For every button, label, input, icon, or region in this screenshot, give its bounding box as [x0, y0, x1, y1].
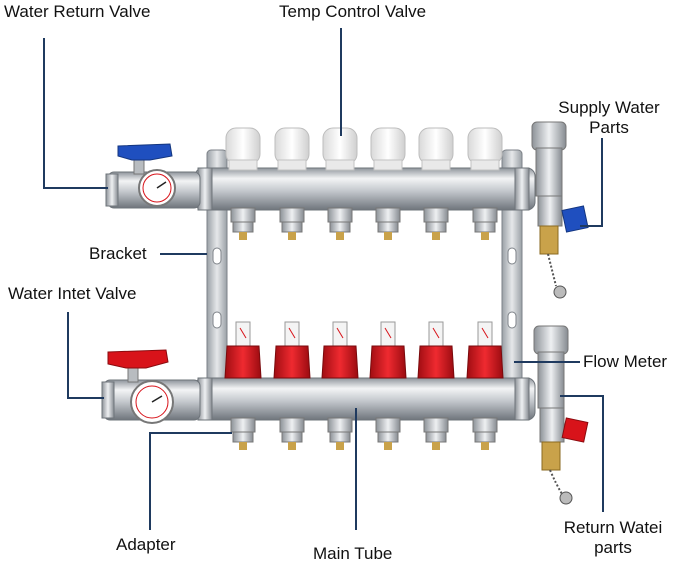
label-water-return-valve: Water Return Valve	[4, 2, 151, 21]
return-outlet-fittings	[230, 417, 498, 450]
supply-water-parts	[531, 121, 589, 299]
label-bracket: Bracket	[89, 244, 147, 263]
flow-meter	[273, 321, 311, 379]
label-water-inlet-valve: Water Intet Valve	[8, 284, 137, 303]
leader-water-return-valve	[43, 38, 108, 189]
leader-adapter	[149, 432, 232, 530]
water-inlet-valve	[101, 349, 201, 424]
flow-meter	[417, 321, 455, 379]
label-supply-water-parts-line2: Parts	[589, 118, 629, 137]
label-return-water-parts-line2: parts	[594, 538, 632, 557]
leader-water-inlet-valve	[67, 312, 104, 399]
temp-cap	[370, 127, 406, 171]
bracket-left	[206, 149, 228, 413]
label-return-water-parts-line1: Return Watei	[563, 518, 663, 537]
temp-control-caps	[225, 127, 503, 171]
label-adapter: Adapter	[116, 535, 176, 554]
label-main-tube: Main Tube	[313, 544, 393, 563]
temp-cap	[225, 127, 261, 171]
temp-cap	[467, 127, 503, 171]
water-return-valve	[105, 143, 201, 209]
flow-meter	[369, 321, 407, 379]
label-temp-control-valve: Temp Control Valve	[279, 2, 427, 21]
label-flow-meter: Flow Meter	[583, 352, 668, 371]
flow-meter	[466, 321, 504, 379]
flow-meters	[224, 321, 504, 379]
bracket-right	[501, 149, 523, 413]
leader-return-water-parts	[560, 395, 604, 512]
leader-lines	[43, 28, 604, 530]
label-return-water-parts: Return Watei parts	[552, 518, 674, 558]
flow-meter	[321, 321, 359, 379]
temp-cap	[322, 127, 358, 171]
label-supply-water-parts-line1: Supply Water	[558, 98, 660, 117]
flow-meter	[224, 321, 262, 379]
leader-supply-water-parts	[580, 138, 603, 227]
temp-cap	[274, 127, 310, 171]
supply-outlet-fittings	[230, 207, 498, 240]
return-water-parts	[533, 325, 589, 505]
supply-manifold	[194, 167, 536, 211]
temp-cap	[418, 127, 454, 171]
label-supply-water-parts: Supply Water Parts	[550, 98, 668, 138]
return-manifold	[194, 377, 536, 421]
